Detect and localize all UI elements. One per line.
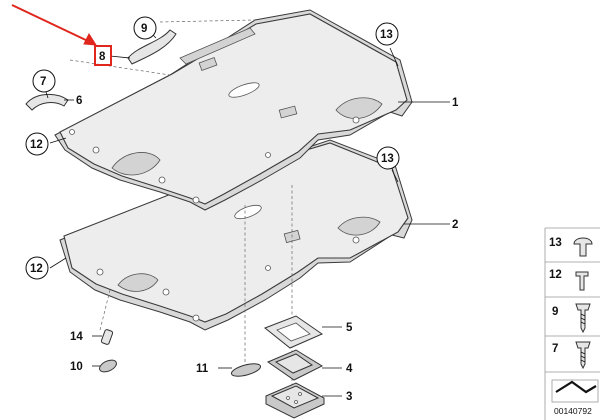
callout-6: 6 [76,95,82,107]
lens-part-11 [230,363,262,377]
bracket-part-9 [127,29,177,65]
legend-label-13: 13 [549,237,562,249]
cover-part-10 [99,359,117,373]
callout-7: 7 [40,76,46,88]
callout-circle-13b [376,146,400,170]
fastener-legend: 13 12 9 7 00140792 [544,227,600,420]
callout-14: 14 [70,331,83,343]
leader-lines [45,29,450,397]
callout-10: 10 [70,361,83,373]
legend-label-9: 9 [552,306,558,318]
callout-circle-7 [32,69,56,93]
callout-circle-9 [133,16,157,40]
red-pointer-arrow [11,4,97,46]
legend-label-12: 12 [549,269,562,281]
legend-row-12: 12 [545,269,600,298]
screw-icon-7 [575,341,591,370]
callout-12b: 12 [30,263,43,275]
callout-5: 5 [346,322,353,334]
callout-circle-12a [25,132,49,156]
callout-3: 3 [346,391,352,403]
callout-9: 9 [141,23,147,35]
callout-1: 1 [452,97,459,109]
lamp-part-3 [265,382,325,419]
bracket-part-6 [25,94,69,111]
callout-circle-13a [375,22,399,46]
legend-row-13: 13 [545,237,600,263]
headliner-panel-2 [59,139,413,331]
callout-13a: 13 [380,29,393,41]
callout-11: 11 [196,363,209,375]
trim-profile-icon [555,380,597,394]
catalog-number: 00140792 [554,406,592,416]
callout-13b: 13 [381,153,394,165]
headliner-panel-1 [54,9,413,211]
screw-icon-9 [575,303,591,334]
legend-label-7: 7 [552,343,558,355]
frame-part-5 [264,315,324,349]
callout-circle-12b [25,256,49,280]
push-rivet-icon [573,237,593,257]
clip-part-14 [100,329,114,345]
legend-row-7: 7 [545,341,600,373]
rivet-pin-icon [575,271,589,291]
housing-part-4 [266,349,324,381]
legend-trim-profile [551,379,599,403]
callouts: 1 2 5 4 3 11 10 14 6 9 7 13 13 12 12 8 [25,16,459,403]
callout-8: 8 [99,51,106,63]
callout-12a: 12 [30,139,43,151]
callout-4: 4 [346,363,353,375]
highlight-box-8 [94,45,112,66]
callout-2: 2 [452,219,458,231]
legend-row-9: 9 [545,303,600,337]
